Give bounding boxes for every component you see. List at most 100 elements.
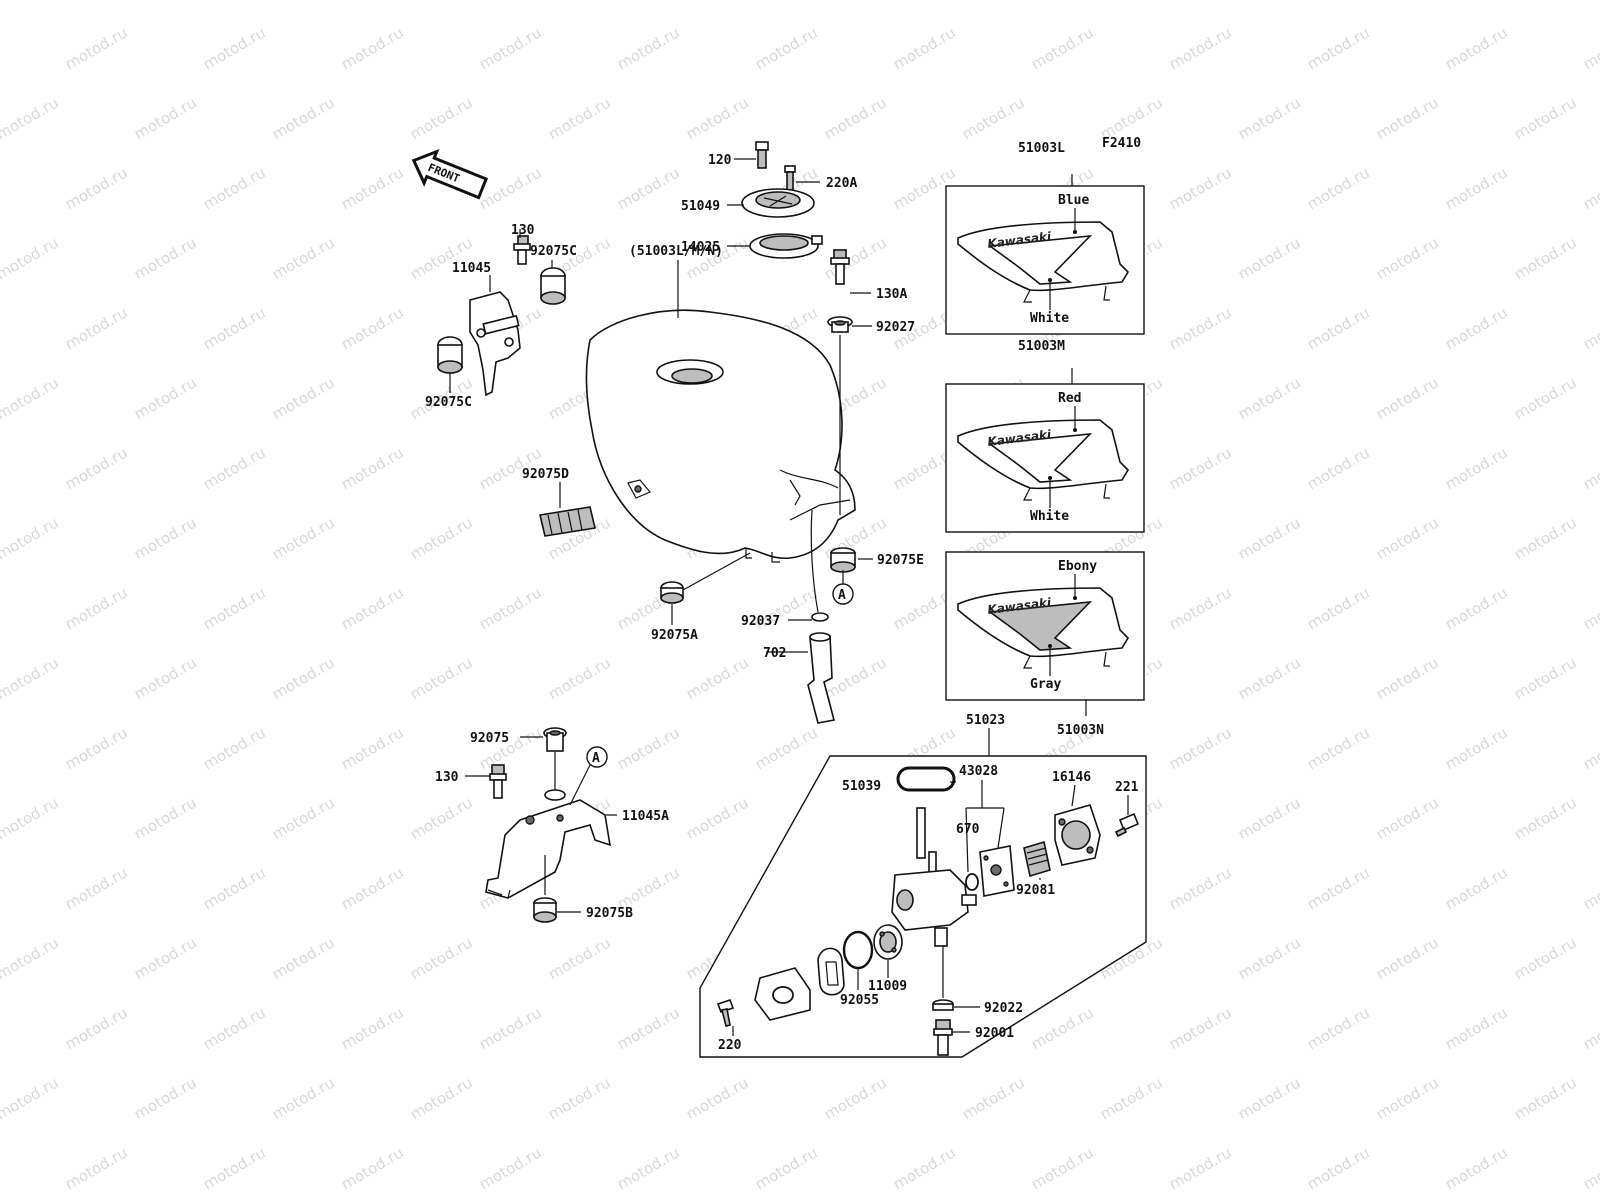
watermark-text: motod.ru: [821, 93, 890, 143]
top-color-label: Blue: [1058, 193, 1089, 208]
watermark-text: motod.ru: [407, 513, 476, 563]
watermark-text: motod.ru: [1304, 723, 1373, 773]
filter-11009: [873, 924, 903, 960]
watermark-text: motod.ru: [683, 0, 752, 3]
watermark-text: motod.ru: [338, 1003, 407, 1053]
shroud-stripe: [987, 432, 1093, 483]
watermark-text: motod.ru: [1442, 303, 1511, 353]
watermark-text: motod.ru: [1373, 93, 1442, 143]
watermark-text: motod.ru: [269, 653, 338, 703]
callout-14025: 14025: [681, 240, 720, 255]
watermark-text: motod.ru: [0, 93, 62, 143]
watermark-text: motod.ru: [131, 793, 200, 843]
watermark-text: motod.ru: [62, 303, 131, 353]
watermark-text: motod.ru: [890, 23, 959, 73]
watermark-text: motod.ru: [1304, 583, 1373, 633]
leader-lines: [449, 158, 1129, 1036]
watermark-text: motod.ru: [1580, 443, 1600, 493]
watermark-text: motod.ru: [1235, 1073, 1304, 1123]
watermark-text: motod.ru: [131, 93, 200, 143]
callout-92027: 92027: [876, 320, 915, 335]
bracket-11045A: [485, 789, 612, 899]
watermark-text: motod.ru: [62, 443, 131, 493]
watermark-text: motod.ru: [200, 1143, 269, 1193]
watermark-text: motod.ru: [1580, 1143, 1600, 1193]
watermark-text: motod.ru: [1304, 163, 1373, 213]
gasket-plate: [754, 967, 811, 1021]
watermark-text: motod.ru: [269, 93, 338, 143]
watermark-text: motod.ru: [0, 933, 62, 983]
watermark-text: motod.ru: [269, 233, 338, 283]
watermark-text: motod.ru: [131, 1073, 200, 1123]
watermark-text: motod.ru: [200, 23, 269, 73]
watermark-text: motod.ru: [62, 23, 131, 73]
callout-92075: 92075: [470, 731, 509, 746]
watermark-text: motod.ru: [1442, 863, 1511, 913]
callout-92001: 92001: [975, 1026, 1014, 1041]
spring-92081: [1023, 840, 1051, 878]
watermark-text: motod.ru: [1166, 723, 1235, 773]
bottom-color-label: White: [1030, 509, 1069, 524]
damper-92075E: [830, 547, 856, 573]
ref-a-upper: A: [832, 583, 854, 605]
watermark-text: motod.ru: [1373, 0, 1442, 3]
watermark-text: motod.ru: [959, 1073, 1028, 1123]
watermark-text: motod.ru: [62, 1143, 131, 1193]
watermark-text: motod.ru: [200, 443, 269, 493]
damper-92075C-bottom: [437, 336, 463, 374]
watermark-text: motod.ru: [407, 93, 476, 143]
watermark-text: motod.ru: [1166, 163, 1235, 213]
cover-16146: [1054, 804, 1101, 866]
callout-92075D: 92075D: [522, 467, 569, 482]
watermark-text: motod.ru: [752, 23, 821, 73]
watermark-text: motod.ru: [200, 163, 269, 213]
watermark-text: motod.ru: [1511, 653, 1580, 703]
bolt-130A: [830, 249, 850, 285]
watermark-text: motod.ru: [614, 723, 683, 773]
watermark-text: motod.ru: [1580, 23, 1600, 73]
watermark-text: motod.ru: [269, 0, 338, 3]
callout-92075A: 92075A: [651, 628, 698, 643]
watermark-text: motod.ru: [269, 1073, 338, 1123]
watermark-text: motod.ru: [1511, 1073, 1580, 1123]
watermark-text: motod.ru: [62, 163, 131, 213]
bolt-130: [513, 235, 531, 265]
watermark-text: motod.ru: [545, 1073, 614, 1123]
watermark-text: motod.ru: [0, 513, 62, 563]
watermark-text: motod.ru: [1442, 23, 1511, 73]
watermark-text: motod.ru: [1511, 513, 1580, 563]
watermark-text: motod.ru: [1373, 233, 1442, 283]
watermark-text: motod.ru: [1442, 1003, 1511, 1053]
top-color-label: Red: [1058, 391, 1081, 406]
watermark-text: motod.ru: [131, 373, 200, 423]
front-direction-arrow: FRONT: [411, 148, 489, 200]
watermark-text: motod.ru: [1373, 653, 1442, 703]
watermark-text: motod.ru: [0, 0, 62, 3]
watermark-text: motod.ru: [1373, 933, 1442, 983]
watermark-text: motod.ru: [200, 863, 269, 913]
callout-92022: 92022: [984, 1001, 1023, 1016]
callout-120: 120: [708, 153, 732, 168]
hose-702: [807, 632, 835, 724]
watermark-text: motod.ru: [0, 373, 62, 423]
watermark-text: motod.ru: [1580, 723, 1600, 773]
callout-220A: 220A: [826, 176, 857, 191]
clip-92037: [811, 612, 829, 622]
callout-130: 130: [511, 223, 535, 238]
damper-92075D: [539, 506, 596, 537]
callout-11045A: 11045A: [622, 809, 669, 824]
watermark-text: motod.ru: [200, 1003, 269, 1053]
watermark-text: motod.ru: [0, 793, 62, 843]
watermark-text: motod.ru: [1235, 933, 1304, 983]
watermark-text: motod.ru: [338, 303, 407, 353]
grommet-92075A: [660, 581, 684, 604]
damper-92075C-top: [540, 267, 566, 305]
watermark-text: motod.ru: [338, 443, 407, 493]
watermark-text: motod.ru: [269, 513, 338, 563]
top-color-label: Ebony: [1058, 559, 1097, 574]
watermark-text: motod.ru: [0, 653, 62, 703]
screw-220A: [784, 165, 796, 191]
watermark-text: motod.ru: [476, 583, 545, 633]
watermark-text: motod.ru: [1304, 1003, 1373, 1053]
